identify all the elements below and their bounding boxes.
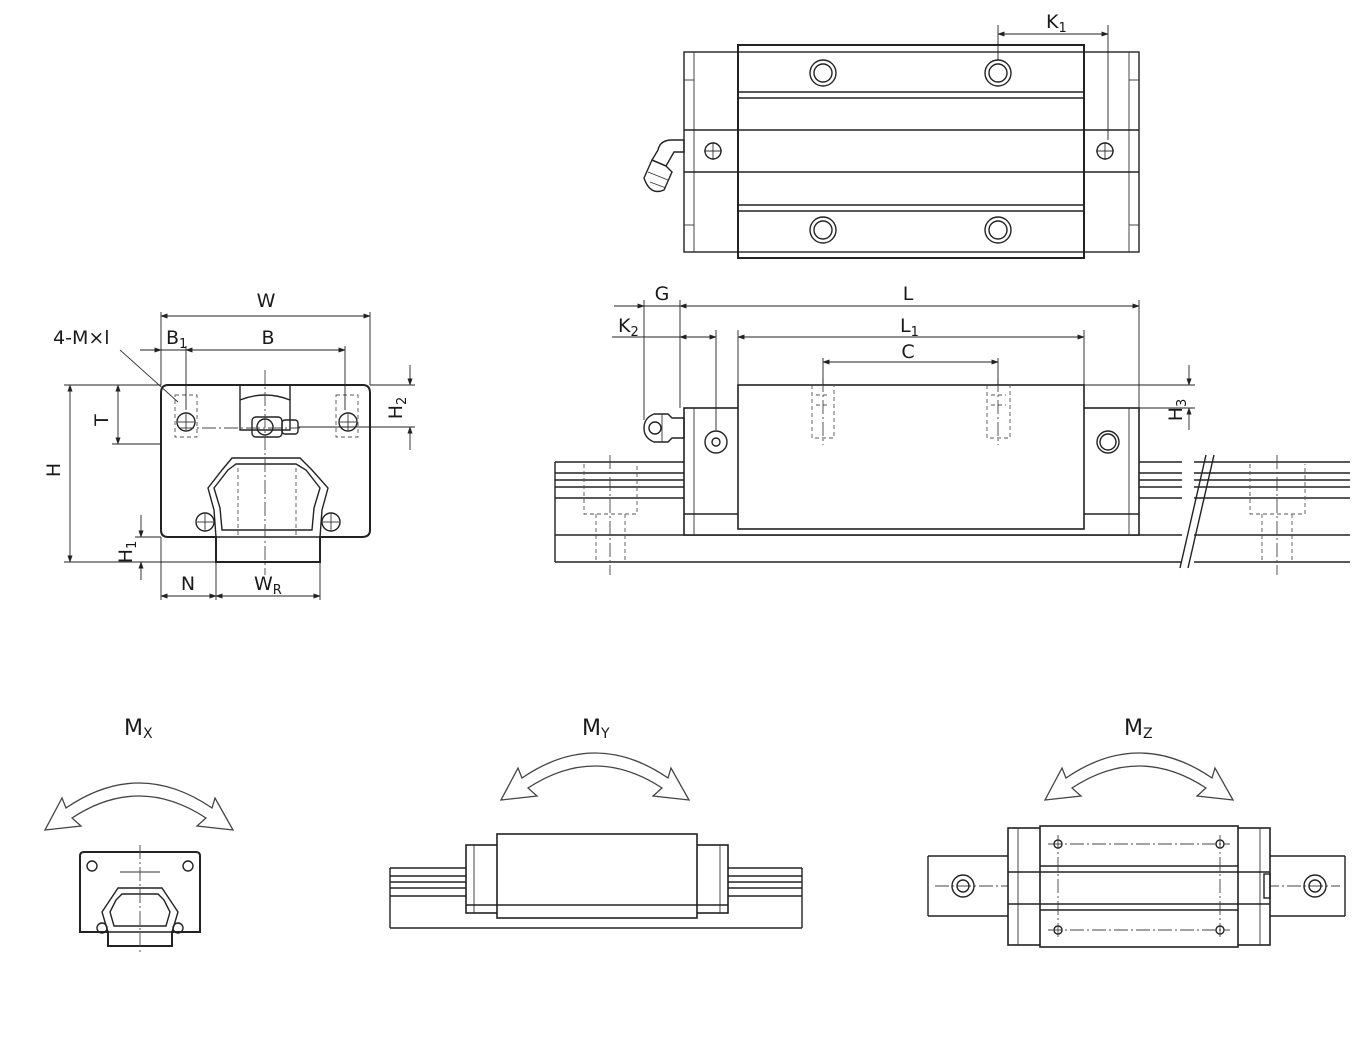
- front-lower-holes: [195, 512, 341, 532]
- moment-mx: MX: [43, 716, 235, 952]
- front-hole-right: [335, 394, 359, 438]
- top-mounting-holes: [704, 59, 1114, 244]
- label-4-m-x-l: 4-M×l: [53, 327, 110, 349]
- label-l: L: [903, 283, 914, 305]
- top-block-outline: [683, 44, 1140, 259]
- label-mz: MZ: [1124, 716, 1153, 742]
- label-w: W: [257, 290, 276, 312]
- label-c: C: [901, 341, 914, 363]
- top-dimensions: [997, 25, 1109, 140]
- label-mx: MX: [124, 716, 153, 742]
- side-labels: G L L1 K2 C H3: [618, 283, 1190, 421]
- label-my: MY: [582, 716, 610, 742]
- label-k1: K1: [1046, 11, 1067, 36]
- mz-rail-block: [927, 825, 1346, 948]
- front-grease-nipple: [251, 416, 299, 438]
- front-labels: W B B1 4-M×l T H H1 H2 N WR: [43, 290, 410, 598]
- label-h: H: [43, 463, 65, 477]
- mx-arc-arrow: [43, 782, 235, 831]
- front-view: W B B1 4-M×l T H H1 H2 N WR: [43, 290, 415, 600]
- side-view: G L L1 K2 C H3: [554, 283, 1350, 575]
- label-k2: K2: [618, 315, 639, 340]
- moment-my: MY: [389, 716, 803, 929]
- my-rail-block: [389, 833, 803, 929]
- top-grease-nipple: [643, 139, 685, 193]
- label-l1: L1: [900, 315, 919, 340]
- label-b: B: [261, 327, 274, 349]
- front-dimensions: [64, 312, 415, 600]
- label-b1: B1: [166, 327, 187, 352]
- top-view: K1: [643, 11, 1140, 259]
- label-t: T: [91, 414, 113, 427]
- my-arc-arrow: [499, 752, 691, 801]
- mz-arc-arrow: [1043, 752, 1235, 801]
- label-h2: H2: [385, 397, 410, 420]
- moment-mz: MZ: [927, 716, 1346, 948]
- mx-block: [79, 845, 201, 952]
- side-grease-nipple: [643, 413, 685, 443]
- label-wr: WR: [254, 573, 282, 598]
- front-block-outline: [160, 370, 371, 575]
- label-h3: H3: [1165, 399, 1190, 422]
- label-n: N: [181, 573, 195, 595]
- label-g: G: [655, 283, 670, 305]
- side-block: [683, 378, 1140, 536]
- label-h1: H1: [115, 541, 140, 564]
- side-dimensions: [612, 300, 1195, 430]
